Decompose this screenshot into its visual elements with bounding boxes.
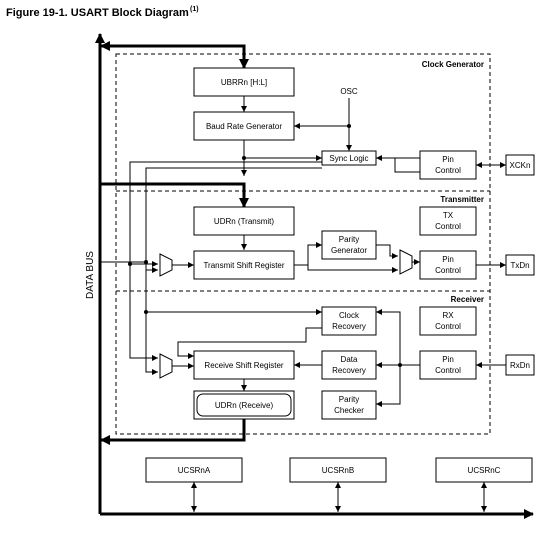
rx-control-label-1: RX: [442, 311, 454, 320]
bus-to-tx-mux: [101, 261, 158, 273]
pin-control-tx-label-2: Control: [435, 266, 461, 275]
rxd-pin: [505, 354, 535, 376]
transmit-shift-register-block: [193, 250, 295, 280]
baud-rate-generator-label: Baud Rate Generator: [206, 122, 282, 131]
parity-checker-block: [321, 390, 377, 420]
rx-control-block: [419, 306, 477, 336]
tx-shift-to-parity: [294, 242, 322, 266]
data-recovery-label-1: Data: [341, 355, 358, 364]
osc-junction: [347, 124, 351, 128]
ucsrc-label: UCSRnC: [468, 466, 501, 475]
xck-pin: [505, 154, 535, 176]
pin-clock-feedback: [394, 158, 420, 173]
rx-mux-junction-b: [144, 310, 148, 314]
ucsrb-label: UCSRnB: [322, 466, 354, 475]
rx-control-label-2: Control: [435, 322, 461, 331]
tx-control-label-2: Control: [435, 222, 461, 231]
bus-to-rx-mux: [145, 312, 158, 375]
ubrr-label: UBRRn [H:L]: [221, 78, 267, 87]
bus-to-ubrr: [100, 41, 249, 69]
rx-mux: [159, 353, 173, 379]
usart-outline: [115, 53, 491, 435]
ucsrc-block: [435, 457, 533, 483]
pin-control-tx-block: [419, 250, 477, 280]
parity-generator-label-2: Generator: [331, 246, 367, 255]
parity-to-out-mux: [376, 244, 398, 259]
clock-to-clock-recovery: [145, 167, 322, 315]
udr-rx-to-bus: [100, 418, 246, 445]
bus-to-udr-tx: [101, 182, 249, 208]
pin-control-tx-label-1: Pin: [442, 255, 454, 264]
receive-shift-register-label: Receive Shift Register: [204, 361, 283, 370]
pin-rx-junction: [398, 363, 402, 367]
pin-control-rx-label-2: Control: [435, 366, 461, 375]
transmitter-label: Transmitter: [440, 195, 484, 204]
tx-control-block: [419, 206, 477, 236]
ucsra-block: [145, 457, 243, 483]
rx-mux-junction-a: [128, 262, 132, 266]
pin-to-parity-checker: [376, 365, 401, 407]
clock-to-rx-mux: [129, 264, 158, 361]
txd-pin: [505, 254, 535, 276]
receiver-label: Receiver: [451, 295, 484, 304]
baud-junction: [242, 156, 246, 160]
parity-generator-label-1: Parity: [339, 235, 359, 244]
clock-recovery-label-1: Clock: [339, 311, 360, 320]
sync-logic-label: Sync Logic: [329, 154, 368, 163]
parity-generator-block: [321, 230, 377, 260]
clock-generator-label: Clock Generator: [422, 60, 484, 69]
pin-control-clock-label-1: Pin: [442, 155, 454, 164]
udr-receive-inner: [196, 393, 292, 417]
parity-checker-label-1: Parity: [339, 395, 359, 404]
tx-mux: [159, 253, 173, 277]
clock-recovery-to-rx-shift: [177, 327, 322, 359]
udr-receive-label: UDRn (Receive): [215, 401, 274, 410]
clock-to-tx-mux: [129, 161, 322, 267]
figure-title: Figure 19-1. USART Block Diagram: [6, 7, 189, 19]
parity-checker-label-2: Checker: [334, 406, 364, 415]
figure-title-superscript: (1): [190, 6, 199, 13]
tx-mux-junction-a: [144, 260, 148, 264]
transmit-shift-register-label: Transmit Shift Register: [203, 261, 284, 270]
udr-transmit-label: UDRn (Transmit): [214, 217, 274, 226]
tx-shift-to-out-mux: [307, 265, 398, 273]
tx-out-mux: [399, 249, 413, 275]
ucsrb-block: [289, 457, 387, 483]
clock-recovery-block: [321, 306, 377, 336]
data-bus-label: DATA BUS: [85, 251, 96, 299]
xck-label: XCKn: [510, 161, 531, 170]
pin-control-clock-label-2: Control: [435, 166, 461, 175]
data-recovery-block: [321, 350, 377, 380]
clock-recovery-label-2: Recovery: [332, 322, 366, 331]
txd-label: TxDn: [510, 261, 529, 270]
pin-to-clock-recovery: [376, 309, 401, 365]
pin-control-clock-block: [419, 150, 477, 180]
osc-label: OSC: [340, 87, 358, 96]
ucsra-label: UCSRnA: [178, 466, 211, 475]
pin-control-rx-label-1: Pin: [442, 355, 454, 364]
tx-control-label-1: TX: [443, 211, 454, 220]
rxd-label: RxDn: [510, 361, 530, 370]
pin-control-rx-block: [419, 350, 477, 380]
data-recovery-label-2: Recovery: [332, 366, 366, 375]
udr-transmit-block: [193, 206, 295, 236]
ubrr-block: [193, 67, 295, 97]
